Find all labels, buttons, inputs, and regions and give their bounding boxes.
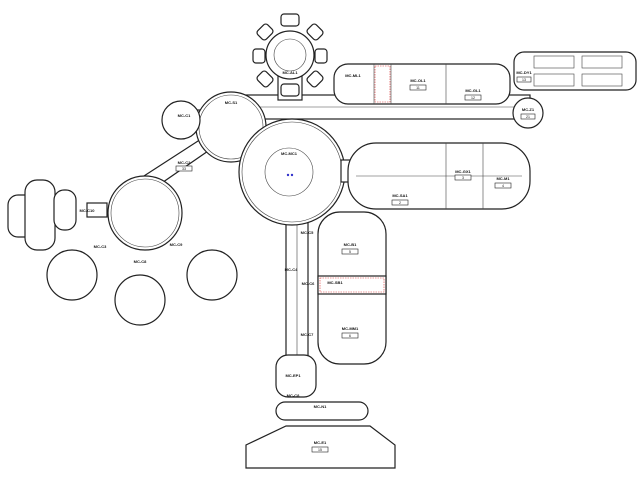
room-number-gx1: 3 <box>462 176 464 180</box>
room-number-e1: 15 <box>318 448 322 452</box>
corridor-c10 <box>86 202 108 218</box>
room-number-mm1: 6 <box>349 334 351 338</box>
room-label-mc1: MC-MC1 <box>281 151 298 156</box>
room-label-c4: MC-C4 <box>285 267 298 272</box>
module-al1: MC-AL1 <box>252 13 328 97</box>
room-label-sa1: MC-SA1 <box>392 193 408 198</box>
room-label-e1: MC-E1 <box>314 440 327 445</box>
room-label-c1: MC-C1 <box>178 113 191 118</box>
room-number-dy1: 13 <box>522 78 526 82</box>
room-number-sa1: 2 <box>399 201 401 205</box>
room-number-gl1: 12 <box>471 96 475 100</box>
room-label-c11: MC-C8 <box>287 393 300 398</box>
room-number-z1: 21 <box>526 115 530 119</box>
room-label-c10: MC-C10 <box>80 208 96 213</box>
room-number-c2: 33 <box>182 167 186 171</box>
room-label-m1: MC-M1 <box>496 176 510 181</box>
room-label-ep1: MC-EP1 <box>285 373 301 378</box>
room-label-dy1: MC-DY1 <box>516 70 532 75</box>
room-label-c5: MC-C5 <box>301 230 314 235</box>
room-label-mm1: MC-MM1 <box>342 326 359 331</box>
room-number-m1: 4 <box>502 184 504 188</box>
room-label-z1: MC-Z1 <box>522 107 535 112</box>
module-mc1: MC-MC1 <box>238 118 354 226</box>
room-number-b1: 5 <box>349 250 351 254</box>
room-label-b1: MC-B1 <box>344 242 357 247</box>
module-dy1: MC-DY1 13 MC-Z1 21 <box>512 51 637 129</box>
room-label-c7: MC-C7 <box>301 332 314 337</box>
module-west-hub: MC-C10 MC-C3 MC-C8 MC-C9 <box>7 175 238 326</box>
room-label-al1: MC-AL1 <box>282 70 298 75</box>
room-label-c2: MC-C2 <box>178 160 191 165</box>
room-label-c3: MC-C3 <box>94 244 107 249</box>
room-label-s1: MC-S1 <box>225 100 238 105</box>
module-south: MC-C5 MC-C4 MC-C6 MC-B1 5 MC-SB1 MC-C7 M… <box>245 211 396 469</box>
room-label-gx1: MC-GX1 <box>455 169 471 174</box>
room-label-c8: MC-C8 <box>134 259 147 264</box>
room-label-gl1: MC-GL1 <box>465 88 481 93</box>
room-number-ol1: 11 <box>416 86 420 90</box>
room-label-c6: MC-C6 <box>302 281 315 286</box>
room-label-n1: MC-N1 <box>314 404 327 409</box>
room-label-sb1: MC-SB1 <box>327 280 343 285</box>
room-label-c9: MC-C9 <box>170 242 183 247</box>
room-label-ol1: MC-OL1 <box>410 78 426 83</box>
room-label-ml1: MC-ML1 <box>345 73 361 78</box>
module-upper-bar: MC-ML1 MC-OL1 11 MC-GL1 12 <box>333 63 511 105</box>
module-lower-bar: MC-SA1 2 MC-GX1 3 MC-M1 4 <box>347 142 531 210</box>
